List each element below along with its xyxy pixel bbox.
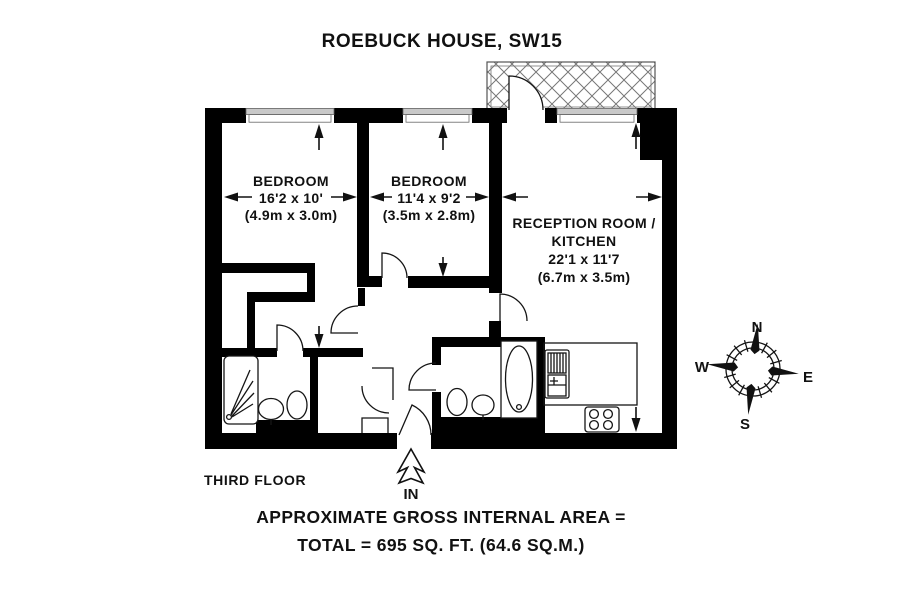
bathroom1-fixtures	[223, 355, 308, 425]
footer-line1: APPROXIMATE GROSS INTERNAL AREA =	[256, 507, 626, 527]
counter-outline	[543, 342, 638, 406]
bathroom2-fixtures	[446, 340, 538, 420]
footer: APPROXIMATE GROSS INTERNAL AREA = TOTAL …	[256, 507, 626, 555]
basin-icon	[471, 394, 495, 420]
reception-label: RECEPTION ROOM / KITCHEN 22'1 x 11'7 (6.…	[512, 215, 655, 285]
compass-w-label: W	[695, 359, 710, 376]
compass-ticks	[723, 339, 783, 399]
compass-rose: N E S W	[695, 319, 813, 433]
footer-line2: TOTAL = 695 SQ. FT. (64.6 SQ.M.)	[297, 535, 585, 555]
closet-outline	[361, 367, 394, 433]
sink-icon	[286, 390, 308, 420]
room-dims-imperial: 22'1 x 11'7	[548, 251, 619, 267]
page-title: ROEBUCK HOUSE, SW15	[322, 31, 563, 52]
room-dims-imperial: 11'4 x 9'2	[397, 190, 460, 206]
compass-s-label: S	[740, 416, 750, 433]
room-dims-imperial: 16'2 x 10'	[259, 190, 323, 206]
floor-label: THIRD FLOOR	[204, 472, 306, 488]
compass-points	[707, 323, 799, 415]
room-dims-metric: (3.5m x 2.8m)	[383, 207, 476, 223]
bedroom2-label: BEDROOM 11'4 x 9'2 (3.5m x 2.8m)	[383, 173, 476, 223]
dimension-arrows	[224, 123, 662, 432]
door-arcs	[276, 252, 528, 436]
shower-icon	[223, 355, 259, 425]
toilet-icon	[446, 387, 468, 417]
entrance-arrow-icon	[396, 447, 426, 485]
room-dims-metric: (4.9m x 3.0m)	[245, 207, 338, 223]
room-labels: BEDROOM 16'2 x 10' (4.9m x 3.0m) BEDROOM…	[245, 173, 656, 285]
window-icon	[245, 108, 638, 123]
kitchen-sink-icon	[544, 349, 570, 399]
entrance-marker: IN	[396, 447, 426, 503]
bedroom1-label: BEDROOM 16'2 x 10' (4.9m x 3.0m)	[245, 173, 338, 223]
entrance-label: IN	[404, 486, 419, 503]
walls	[205, 108, 677, 449]
bathtub-icon	[500, 340, 538, 419]
balcony-door-arc	[508, 75, 544, 111]
stove-icon	[584, 406, 620, 433]
room-name: BEDROOM	[253, 173, 329, 189]
kitchen	[543, 342, 638, 433]
room-name: RECEPTION ROOM /	[512, 215, 655, 231]
toilet-icon	[257, 397, 285, 425]
compass-n-label: N	[752, 319, 763, 336]
room-name: BEDROOM	[391, 173, 467, 189]
room-dims-metric: (6.7m x 3.5m)	[538, 269, 631, 285]
compass-e-label: E	[803, 369, 813, 386]
room-name: KITCHEN	[551, 233, 616, 249]
